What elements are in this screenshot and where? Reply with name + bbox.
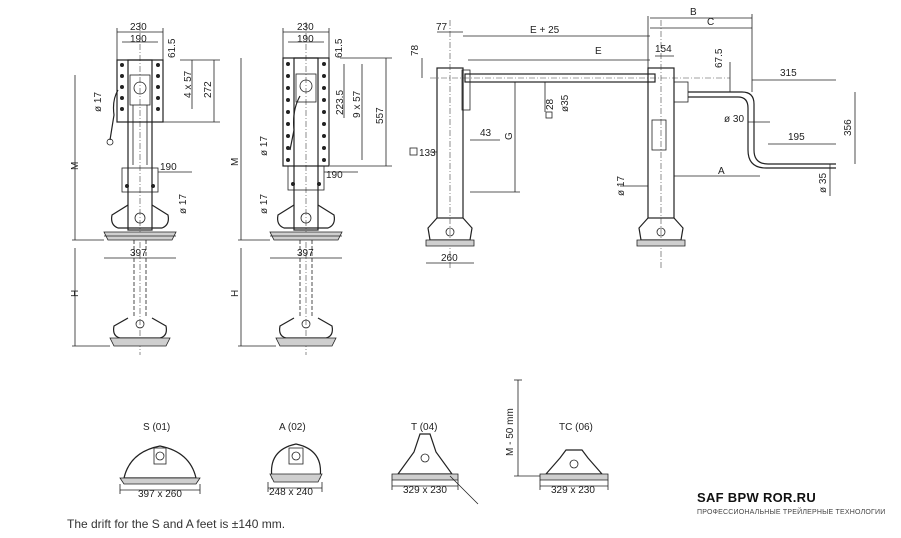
brand-subtitle: ПРОФЕССИОНАЛЬНЫЕ ТРЕЙЛЕРНЫЕ ТЕХНОЛОГИИ	[697, 509, 886, 516]
sv-dim-67-5: 67.5	[714, 48, 725, 68]
fv2-dim-61-5: 61.5	[334, 38, 345, 58]
foot-tc-label: TC (06)	[559, 422, 593, 433]
sv-dim-e-plus-25: E + 25	[530, 25, 560, 36]
side-view	[421, 14, 856, 270]
footnote: The drift for the S and A feet is ±140 m…	[67, 517, 286, 531]
sv-dim-78: 78	[410, 44, 421, 56]
sv-square-133	[409, 147, 418, 156]
foot-t	[391, 433, 479, 505]
fv2-label-m: M	[230, 158, 241, 166]
sv-dim-195: 195	[788, 132, 805, 143]
sv-dim-b: B	[690, 7, 697, 18]
sv-dim-133: 133	[419, 148, 436, 159]
front-view-1	[72, 22, 220, 355]
fv1-dim-272: 272	[203, 81, 214, 98]
sv-dim-dia17: ø 17	[616, 176, 627, 196]
sv-dim-356: 356	[843, 119, 854, 136]
foot-a-label: A (02)	[279, 422, 306, 433]
sv-dim-154: 154	[655, 44, 672, 55]
foot-tc-size: 329 x 230	[551, 485, 595, 496]
fv2-dim-230: 230	[297, 22, 314, 33]
fv1-dim-190: 190	[130, 34, 147, 45]
fv1-dim-61-5: 61.5	[167, 38, 178, 58]
fv1-dim-230: 230	[130, 22, 147, 33]
fv2-dim-dia17-a: ø 17	[259, 136, 270, 156]
fv2-dim-557: 557	[375, 107, 386, 124]
fv2-dim-190: 190	[297, 34, 314, 45]
sv-dim-dia35-b: ø35	[560, 94, 571, 112]
fv2-dim-397: 397	[297, 248, 314, 259]
fv2-dim-dia17-b: ø 17	[259, 194, 270, 214]
fv2-label-h: H	[230, 290, 241, 297]
sv-dim-77: 77	[436, 22, 448, 33]
sv-dim-43: 43	[480, 128, 492, 139]
foot-a	[267, 443, 323, 492]
foot-a-size: 248 x 240	[269, 487, 313, 498]
sv-dim-e: E	[595, 46, 602, 57]
sv-dim-28: 28	[545, 98, 556, 110]
sv-square-28	[545, 111, 553, 119]
foot-s	[119, 445, 201, 494]
sv-dim-dia35: ø 35	[818, 173, 829, 193]
brand-title[interactable]: SAF BPW ROR.RU	[697, 490, 817, 505]
fv1-dim-dia17-a: ø 17	[93, 92, 104, 112]
fv1-dim-dia17-b: ø 17	[178, 194, 189, 214]
foot-tc	[514, 379, 609, 490]
fv1-label-m: M	[70, 162, 81, 170]
foot-s-label: S (01)	[143, 422, 170, 433]
sv-dim-a: A	[718, 166, 725, 177]
foot-t-size: 329 x 230	[403, 485, 447, 496]
sv-dim-dia30: ø 30	[724, 114, 744, 125]
front-view-2	[238, 22, 392, 355]
foot-s-size: 397 x 260	[138, 489, 182, 500]
fv2-dim-223-5: 223.5	[335, 90, 346, 115]
sv-dim-c: C	[707, 17, 714, 28]
sv-dim-315: 315	[780, 68, 797, 79]
sv-dim-260: 260	[441, 253, 458, 264]
fv1-label-h: H	[70, 290, 81, 297]
fv1-dim-397: 397	[130, 248, 147, 259]
foot-t-label: T (04)	[411, 422, 438, 433]
fv1-dim-hole-pattern: 4 x 57	[183, 70, 194, 98]
fv2-dim-190-b: 190	[326, 170, 343, 181]
fv1-dim-190-b: 190	[160, 162, 177, 173]
foot-m-label: M - 50 mm	[505, 408, 516, 456]
fv2-dim-hole-pattern: 9 x 57	[352, 90, 363, 118]
sv-dim-g: G	[504, 132, 515, 140]
